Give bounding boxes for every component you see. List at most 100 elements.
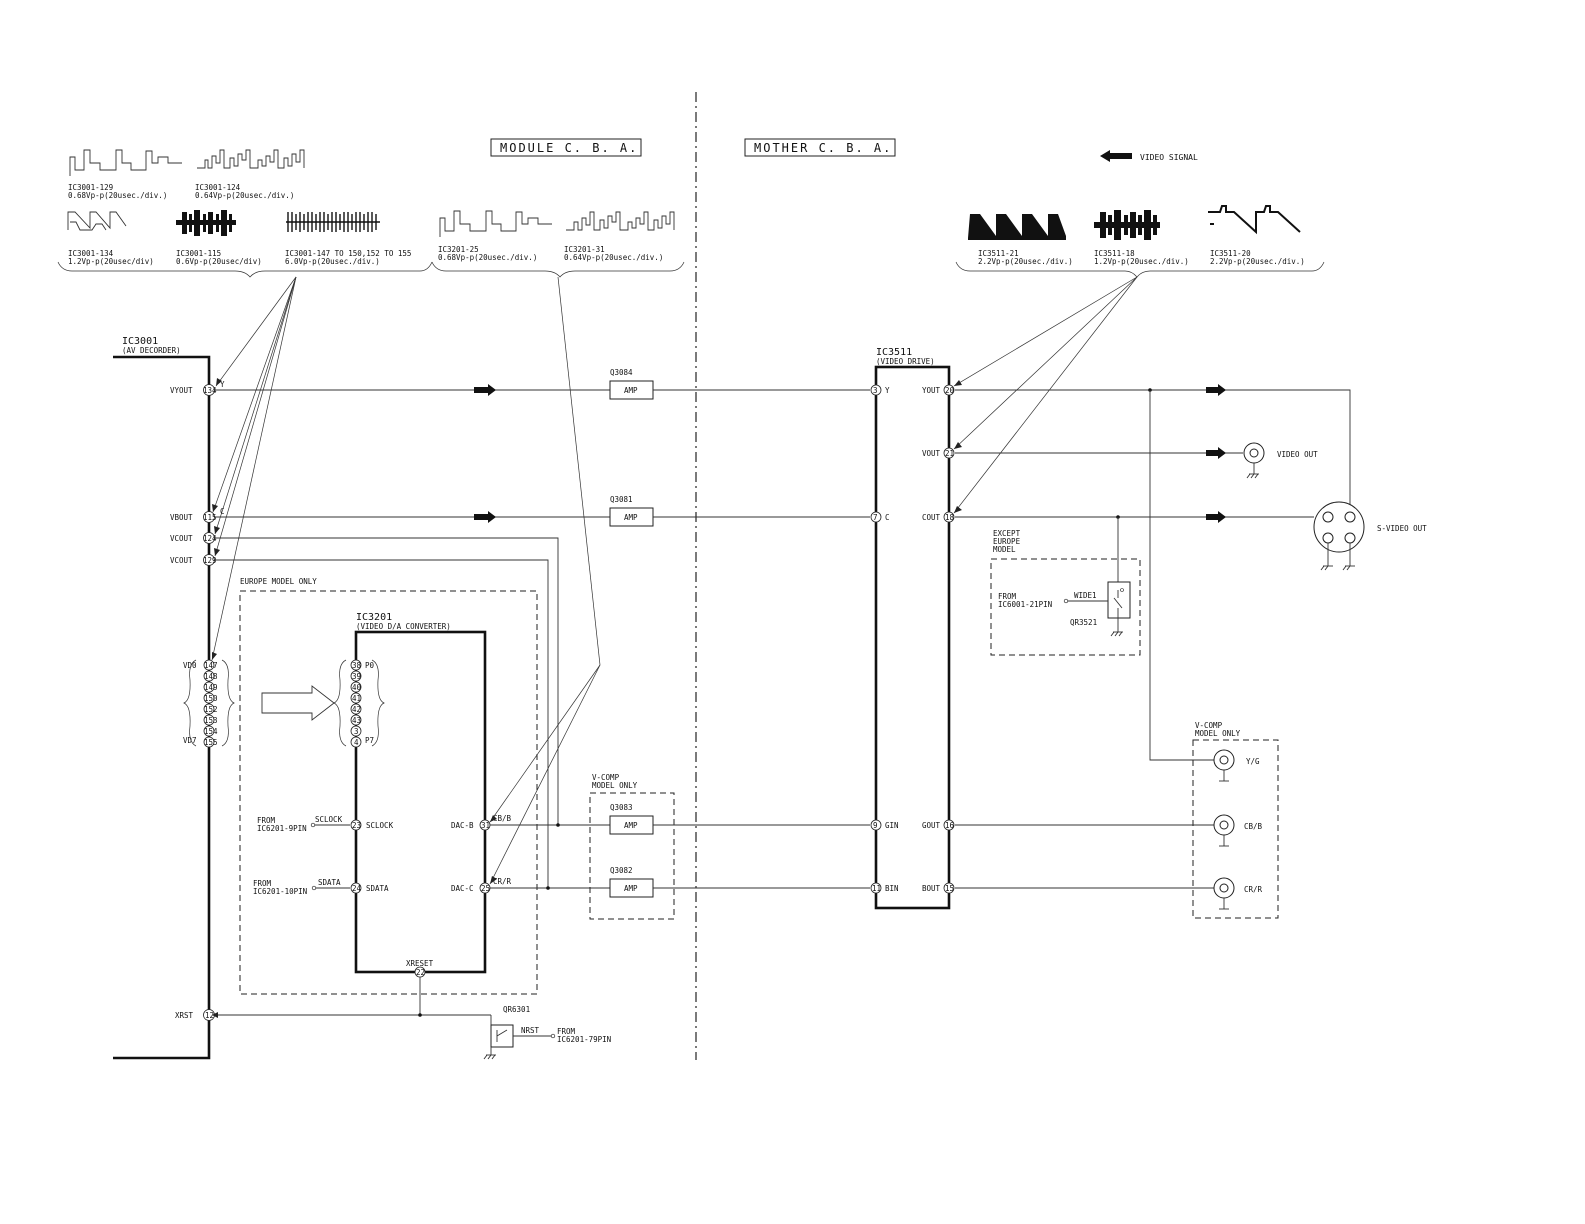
svg-text:NRST: NRST	[521, 1026, 540, 1035]
ic3511-block: IC3511 (VIDEO DRIVE) 3 Y 7 C 9 GIN 11 BI…	[870, 347, 955, 910]
svg-text:BIN: BIN	[885, 884, 899, 893]
waveform-brace-ic3201	[431, 261, 685, 278]
ic3001-pin-label-xrst: XRST	[175, 1011, 194, 1020]
svg-text:C: C	[885, 513, 890, 522]
ic3201-bus-pins: 38 39 40 41 42 43 3 4	[350, 659, 362, 748]
svg-text:XRESET: XRESET	[406, 959, 434, 968]
svg-text:IC6001-21PIN: IC6001-21PIN	[998, 600, 1052, 609]
svg-text:IC6201-9PIN: IC6201-9PIN	[257, 824, 307, 833]
svg-text:12: 12	[205, 1011, 214, 1020]
svg-text:Q3083: Q3083	[610, 803, 633, 812]
waveform-ic3001-134	[67, 211, 127, 231]
s-video-out-connector: S-VIDEO OUT	[1313, 501, 1427, 571]
svg-text:2.2Vp-p(20usec./div.): 2.2Vp-p(20usec./div.)	[1210, 257, 1305, 266]
svg-text:Q3082: Q3082	[610, 866, 633, 875]
svg-text:FROM: FROM	[557, 1027, 576, 1036]
signal-arrow-icon	[1206, 511, 1226, 523]
svg-text:152: 152	[204, 705, 218, 714]
svg-text:31: 31	[481, 821, 490, 830]
svg-text:Y/G: Y/G	[1246, 757, 1260, 766]
svg-text:40: 40	[352, 683, 362, 692]
module-header: MODULE C. B. A.	[490, 138, 642, 157]
mother-header: MOTHER C. B. A.	[744, 138, 896, 157]
svg-text:2.2Vp-p(20usec./div.): 2.2Vp-p(20usec./div.)	[978, 257, 1073, 266]
svg-text:IC3001-124: IC3001-124	[195, 183, 241, 192]
svg-text:16: 16	[945, 821, 955, 830]
svg-text:WIDE1: WIDE1	[1074, 591, 1097, 600]
svg-text:VIDEO SIGNAL: VIDEO SIGNAL	[1140, 153, 1198, 162]
svg-text:21: 21	[945, 449, 954, 458]
svg-text:P0: P0	[365, 661, 375, 670]
svg-text:IC3511: IC3511	[876, 347, 912, 358]
amp-q3084: Q3084 AMP	[609, 368, 654, 400]
svg-text:43: 43	[352, 716, 361, 725]
ic3201-block: IC3201 (VIDEO D/A CONVERTER) P0 P7 38 39…	[253, 612, 512, 978]
svg-text:P7: P7	[365, 736, 374, 745]
svg-text:(VIDEO DRIVE): (VIDEO DRIVE)	[876, 357, 935, 366]
svg-text:MODEL: MODEL	[993, 545, 1016, 554]
svg-text:CB/B: CB/B	[493, 814, 512, 823]
svg-text:23: 23	[352, 821, 361, 830]
svg-text:MODEL ONLY: MODEL ONLY	[1195, 729, 1241, 738]
svg-text:IC3511-20: IC3511-20	[1210, 249, 1251, 258]
svg-text:AMP: AMP	[624, 821, 638, 830]
svg-text:SCLOCK: SCLOCK	[315, 815, 343, 824]
svg-text:124: 124	[203, 534, 217, 543]
legend-arrow-icon	[1100, 150, 1132, 162]
svg-text:Y: Y	[220, 380, 225, 389]
signal-arrow-icon	[474, 511, 496, 523]
svg-text:0.6Vp-p(20usec/div): 0.6Vp-p(20usec/div)	[176, 257, 262, 266]
svg-text:0.68Vp-p(20usec./div.): 0.68Vp-p(20usec./div.)	[438, 253, 537, 262]
svg-text:CB/B: CB/B	[1244, 822, 1263, 831]
svg-text:GOUT: GOUT	[922, 821, 941, 830]
svg-text:S-VIDEO OUT: S-VIDEO OUT	[1377, 524, 1427, 533]
svg-text:150: 150	[204, 694, 218, 703]
ic3001-pin-label-vbout: VBOUT	[170, 513, 193, 522]
svg-text:YOUT: YOUT	[922, 386, 941, 395]
svg-text:EUROPE MODEL ONLY: EUROPE MODEL ONLY	[240, 577, 317, 586]
svg-text:134: 134	[203, 386, 217, 395]
svg-text:15: 15	[945, 884, 954, 893]
svg-text:154: 154	[204, 727, 218, 736]
svg-text:DAC-B: DAC-B	[451, 821, 474, 830]
signal-arrow-icon	[1206, 447, 1226, 459]
svg-text:7: 7	[873, 513, 878, 522]
svg-text:3: 3	[354, 727, 359, 736]
svg-text:IC3001-115: IC3001-115	[176, 249, 221, 258]
ic3001-bus-pins: 147 148 149 150 152 153 154 155	[203, 659, 218, 748]
waveform-group-left: IC3001-129 0.68Vp-p(20usec./div.) IC3001…	[57, 149, 685, 278]
svg-text:42: 42	[352, 705, 361, 714]
svg-text:CR/R: CR/R	[1244, 885, 1263, 894]
waveform-ic3001-147-155	[286, 212, 380, 232]
svg-text:V-COMP: V-COMP	[592, 773, 620, 782]
waveform-ic3511-21	[968, 214, 1066, 240]
waveform-ic3001-129	[69, 149, 182, 176]
svg-text:AMP: AMP	[624, 884, 638, 893]
vcomp-left-box	[589, 792, 675, 920]
svg-text:24: 24	[352, 884, 362, 893]
svg-text:IC3201-31: IC3201-31	[564, 245, 605, 254]
svg-text:0.68Vp-p(20usec./div.): 0.68Vp-p(20usec./div.)	[68, 191, 167, 200]
waveform-group-right: IC3511-21 2.2Vp-p(20usec./div.) IC3511-1…	[955, 205, 1325, 278]
svg-text:IC3511-21: IC3511-21	[978, 249, 1019, 258]
bus-transfer-arrow-icon	[261, 685, 335, 721]
svg-text:IC3001-134: IC3001-134	[68, 249, 114, 258]
svg-text:QR3521: QR3521	[1070, 618, 1097, 627]
svg-text:FROM: FROM	[253, 879, 272, 888]
svg-text:0.64Vp-p(20usec./div.): 0.64Vp-p(20usec./div.)	[195, 191, 294, 200]
waveform-ic3001-124	[197, 149, 305, 169]
svg-text:MODULE C. B. A.: MODULE C. B. A.	[500, 141, 638, 155]
svg-text:20: 20	[945, 386, 955, 395]
svg-text:VD7: VD7	[183, 736, 197, 745]
svg-text:(VIDEO D/A CONVERTER): (VIDEO D/A CONVERTER)	[356, 622, 451, 631]
vcomp-right-block: V-COMP MODEL ONLY Y/G CB/B CR/R	[1192, 721, 1279, 919]
svg-text:(AV DECORDER): (AV DECORDER)	[122, 346, 181, 355]
signal-arrow-icon	[474, 384, 496, 396]
svg-text:41: 41	[352, 694, 361, 703]
svg-text:9: 9	[873, 821, 878, 830]
ic3001-pin-label-vcout-129: VCOUT	[170, 556, 193, 565]
svg-text:153: 153	[204, 716, 218, 725]
svg-text:4: 4	[354, 738, 359, 747]
svg-text:Q3081: Q3081	[610, 495, 633, 504]
video-out-jack: VIDEO OUT	[1243, 442, 1318, 479]
